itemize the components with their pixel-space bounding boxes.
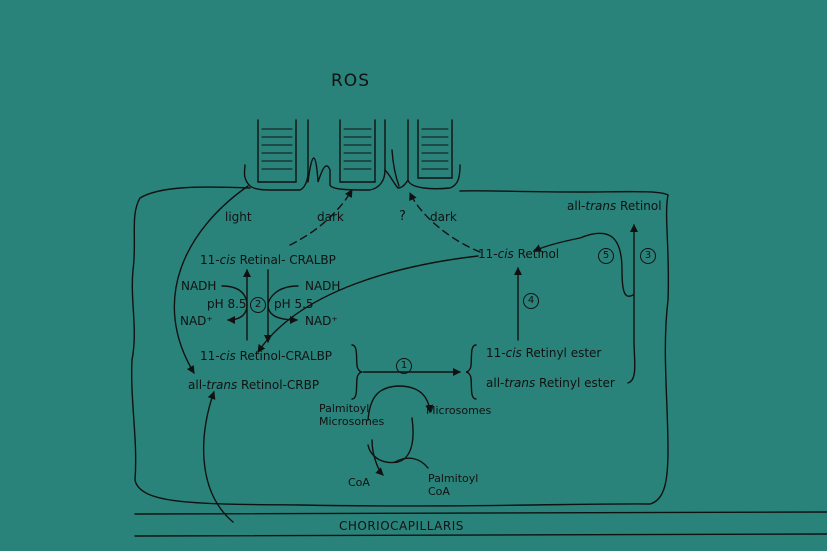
brace-right bbox=[465, 344, 477, 400]
nadh-left-label: NADH bbox=[181, 279, 217, 293]
choriocapillaris-label: CHORIOCAPILLARIS bbox=[339, 519, 464, 533]
step-2-marker: 2 bbox=[250, 297, 266, 313]
arrow-dark-left bbox=[289, 189, 353, 246]
cycle-lower bbox=[367, 417, 414, 464]
cis-retinal-cralbp-label: 11-cis Retinal- CRALBP bbox=[200, 253, 336, 267]
question-mark: ? bbox=[399, 209, 406, 224]
arrow-cis-retinol-to-cralbp bbox=[257, 255, 479, 353]
arrow-light bbox=[173, 185, 249, 374]
arrow-step5 bbox=[533, 232, 634, 297]
coa-label: CoA bbox=[348, 476, 370, 489]
dark-label-right: dark bbox=[430, 210, 457, 224]
nad-left-label: NAD⁺ bbox=[180, 314, 213, 328]
all-trans-retinol-crbp-label: all-trans Retinol-CRBP bbox=[188, 378, 320, 392]
arrow-from-blood bbox=[203, 391, 234, 523]
dark-label-left: dark bbox=[317, 210, 344, 224]
arrow-step3 bbox=[627, 224, 638, 384]
ph-left-label: pH 8.5 bbox=[207, 297, 247, 311]
light-label: light bbox=[225, 210, 252, 224]
ros-outer-segment-1 bbox=[243, 119, 309, 191]
step-3-marker: 3 bbox=[640, 248, 656, 264]
step-5-marker: 5 bbox=[598, 248, 614, 264]
choriocapillaris-line-bottom bbox=[134, 533, 827, 537]
all-trans-retinol-label: all-trans Retinol bbox=[567, 199, 662, 213]
ph-right-label: pH 5.5 bbox=[274, 297, 314, 311]
ros-outer-segment-2 bbox=[307, 119, 386, 191]
step-1-marker: 1 bbox=[396, 358, 412, 374]
brace-left bbox=[351, 344, 363, 400]
ros-outer-segment-3 bbox=[384, 119, 461, 190]
choriocapillaris-line-top bbox=[134, 511, 827, 515]
arrow-dark-right bbox=[409, 192, 481, 253]
step-4-marker: 4 bbox=[523, 293, 539, 309]
cell-membrane bbox=[130, 186, 670, 507]
cis-retinyl-ester-label: 11-cis Retinyl ester bbox=[486, 346, 602, 360]
ros-label: ROS bbox=[331, 71, 370, 91]
cis-retinol-cralbp-label: 11-cis Retinol-CRALBP bbox=[200, 349, 333, 363]
nad-right-label: NAD⁺ bbox=[305, 314, 338, 328]
cycle-upper bbox=[367, 385, 434, 421]
nadh-right-label: NADH bbox=[305, 279, 341, 293]
cis-retinol-label: 11-cis Retinol bbox=[478, 247, 560, 261]
all-trans-retinyl-ester-label: all-trans Retinyl ester bbox=[486, 376, 615, 390]
microsomes-label: Microsomes bbox=[426, 404, 492, 417]
